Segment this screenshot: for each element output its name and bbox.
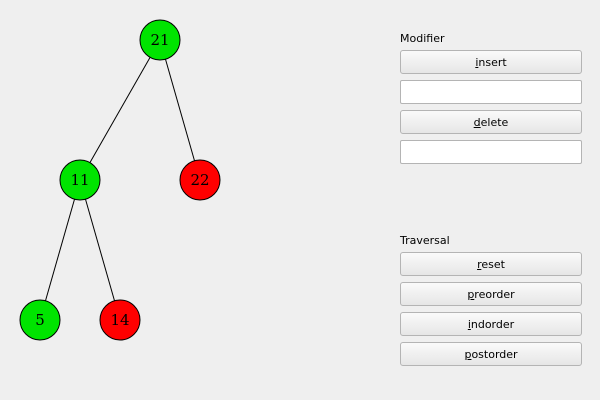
preorder-button[interactable]: preorder bbox=[400, 282, 582, 306]
tree-edge bbox=[79, 179, 121, 321]
tree-edge bbox=[159, 39, 201, 181]
tree-node-circle bbox=[139, 19, 181, 61]
reset-button-label: eset bbox=[481, 257, 505, 271]
tree-edge bbox=[39, 179, 81, 321]
tree-node: 5 bbox=[19, 299, 61, 341]
tree-node: 22 bbox=[179, 159, 221, 201]
traversal-label: Traversal bbox=[400, 234, 450, 247]
reset-button[interactable]: reset bbox=[400, 252, 582, 276]
indorder-button-mnemonic: i bbox=[467, 317, 471, 331]
indorder-button-label: ndorder bbox=[470, 317, 515, 331]
reset-button-mnemonic: r bbox=[477, 257, 482, 271]
delete-button-mnemonic: d bbox=[473, 115, 481, 129]
tree-node-label: 5 bbox=[35, 311, 45, 329]
postorder-button-mnemonic: p bbox=[464, 347, 472, 361]
postorder-button-label: ostorder bbox=[471, 347, 518, 361]
tree-node-circle bbox=[19, 299, 61, 341]
delete-button[interactable]: delete bbox=[400, 110, 582, 134]
tree-canvas: 21 11 22 5 14 bbox=[19, 19, 221, 341]
modifier-label: Modifier bbox=[400, 32, 445, 45]
tree-edge bbox=[79, 39, 161, 181]
delete-input[interactable] bbox=[400, 140, 582, 164]
tree-node-circle bbox=[179, 159, 221, 201]
tree-node-circle bbox=[59, 159, 101, 201]
insert-button-mnemonic: i bbox=[475, 55, 479, 69]
delete-button-label: elete bbox=[480, 115, 509, 129]
postorder-button[interactable]: postorder bbox=[400, 342, 582, 366]
tree-node: 11 bbox=[59, 159, 101, 201]
tree-node-circle bbox=[99, 299, 141, 341]
tree-node-label: 21 bbox=[150, 31, 169, 49]
insert-button[interactable]: insert bbox=[400, 50, 582, 74]
preorder-button-mnemonic: p bbox=[467, 287, 475, 301]
tree-node: 21 bbox=[139, 19, 181, 61]
preorder-button-label: reorder bbox=[474, 287, 515, 301]
tree-node-label: 11 bbox=[70, 171, 89, 189]
tree-node-label: 14 bbox=[110, 311, 129, 329]
insert-button-label: nsert bbox=[478, 55, 507, 69]
indorder-button[interactable]: indorder bbox=[400, 312, 582, 336]
tree-node: 14 bbox=[99, 299, 141, 341]
tree-node-label: 22 bbox=[190, 171, 209, 189]
insert-input[interactable] bbox=[400, 80, 582, 104]
